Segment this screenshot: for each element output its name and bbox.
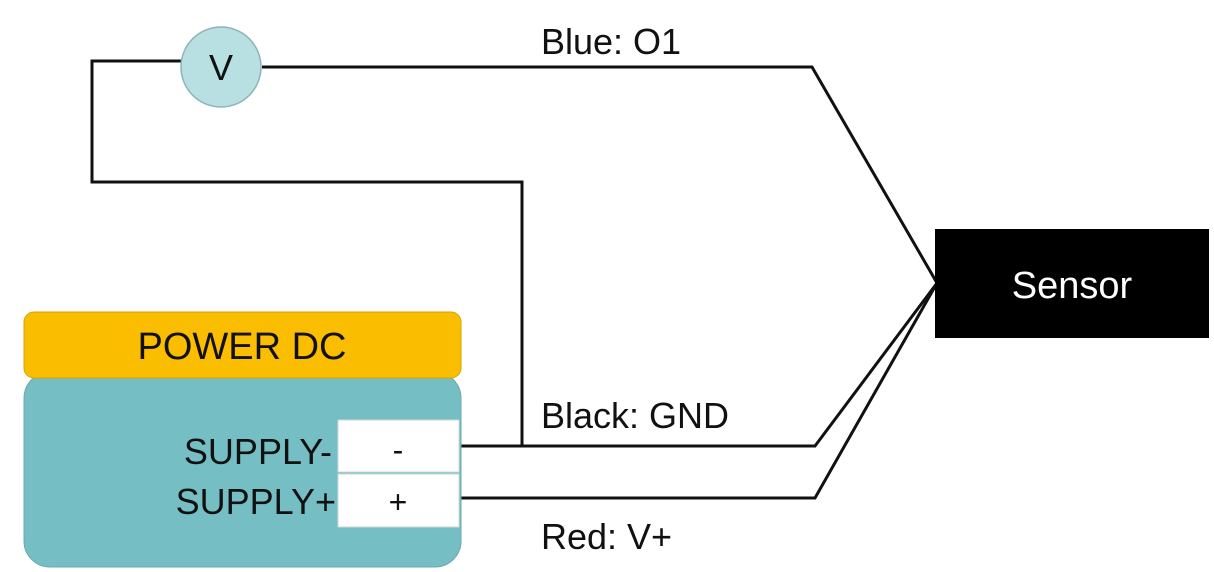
- terminal-positive-symbol: +: [389, 484, 408, 520]
- sensor-box: [935, 229, 1209, 338]
- voltmeter: V: [180, 26, 262, 108]
- voltmeter-circle: [180, 26, 262, 108]
- power-wire: [459, 282, 939, 500]
- voltmeter-label: V: [209, 47, 233, 88]
- terminal-positive-block: [337, 473, 460, 528]
- power-supply-title: POWER DC: [138, 326, 347, 368]
- voltmeter-ground-wire: [90, 59, 524, 446]
- ground-wire: [459, 282, 939, 448]
- terminal-negative-label: SUPPLY-: [184, 431, 332, 472]
- power-wire-label: Red: V+: [541, 516, 672, 557]
- power-supply: POWER DC - + SUPPLY- SUPPLY+: [23, 311, 462, 568]
- signal-wire-label: Blue: O1: [541, 21, 681, 62]
- terminal-negative-block: [337, 419, 460, 473]
- sensor: Sensor: [935, 229, 1209, 338]
- power-supply-title-bar: [23, 311, 462, 379]
- signal-wire: [262, 65, 939, 284]
- terminal-negative-symbol: -: [393, 432, 404, 468]
- ground-wire-label: Black: GND: [541, 395, 729, 436]
- sensor-label: Sensor: [1012, 265, 1133, 307]
- terminal-positive-label: SUPPLY+: [176, 481, 336, 522]
